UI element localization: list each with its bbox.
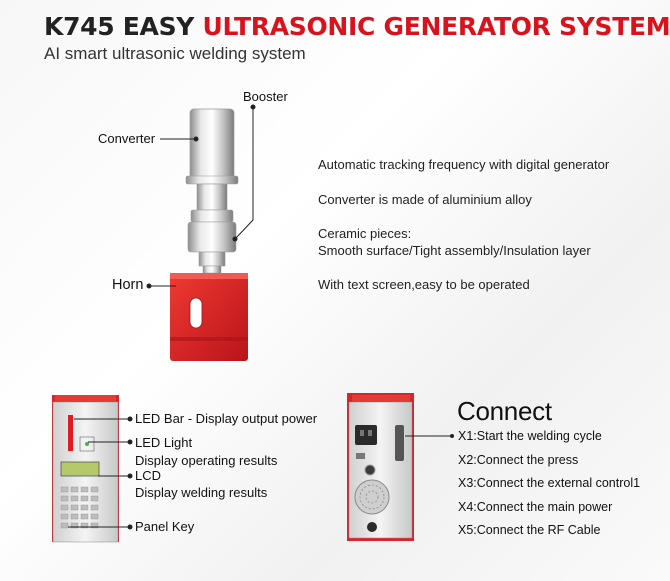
converter-label: Converter	[98, 131, 156, 146]
led-light-desc: Display operating results	[135, 453, 278, 468]
front-panel-device	[52, 395, 119, 543]
page-subtitle: AI smart ultrasonic welding system	[44, 44, 306, 63]
panel-key-label: Panel Key	[135, 519, 195, 534]
feature-frequency-tracking: Automatic tracking frequency with digita…	[318, 157, 610, 172]
horn-block	[170, 273, 248, 361]
connect-item-x3: X3:Connect the external control1	[458, 476, 641, 490]
booster-body	[190, 209, 234, 223]
led-bar	[68, 415, 73, 451]
front-panel-leaders	[68, 416, 133, 530]
connect-item-x1: X1:Start the welding cycle	[458, 429, 602, 443]
connect-item-x2: X2:Connect the press	[458, 453, 579, 467]
page-title: K745 EASY ULTRASONIC GENERATOR SYSTEM	[44, 12, 670, 41]
power-socket	[355, 425, 377, 445]
feature-ceramic-detail: Smooth surface/Tight assembly/Insulation…	[318, 243, 591, 258]
panel-keypad	[60, 486, 99, 529]
lcd-label: LCD	[135, 468, 162, 483]
horn-label: Horn	[112, 277, 144, 293]
connect-item-x5: X5:Connect the RF Cable	[458, 523, 601, 537]
feature-ceramic-heading: Ceramic pieces:	[318, 226, 412, 241]
transducer-leaders	[146, 104, 256, 289]
transducer-stack	[185, 108, 239, 274]
title-model: K745 EASY	[44, 12, 195, 41]
title-product: ULTRASONIC GENERATOR SYSTEM	[202, 12, 670, 41]
led-light-label: LED Light	[135, 435, 193, 450]
connect-title: Connect	[457, 396, 552, 426]
rear-panel-device	[347, 393, 414, 541]
booster-label: Booster	[243, 89, 288, 104]
lcd-desc: Display welding results	[135, 485, 268, 500]
feature-converter-material: Converter is made of aluminium alloy	[318, 192, 532, 207]
connect-item-x4: X4:Connect the main power	[458, 500, 613, 514]
feature-text-screen: With text screen,easy to be operated	[318, 277, 530, 292]
lcd-screen	[60, 461, 100, 477]
converter-body	[189, 108, 235, 184]
led-bar-label: LED Bar - Display output power	[135, 411, 318, 426]
